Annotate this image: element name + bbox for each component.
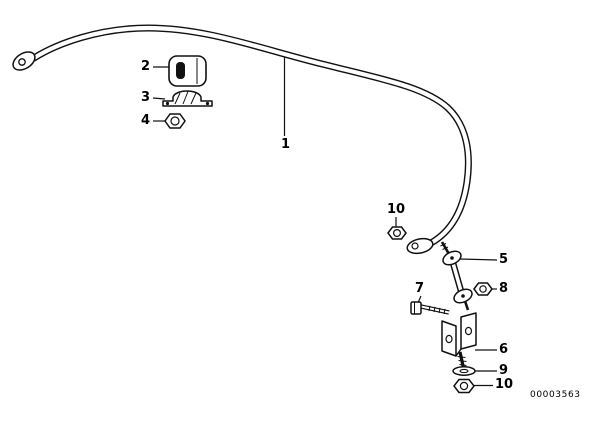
callout-3: 3 (141, 90, 151, 105)
callout-10-upper: 10 (387, 202, 406, 217)
callout-8: 8 (499, 281, 509, 296)
leader-lines (152, 52, 498, 387)
hex-nut-part-10-lower (453, 378, 475, 394)
mounting-bracket-part (441, 312, 477, 369)
callout-10-lower: 10 (495, 377, 514, 392)
callout-7: 7 (415, 281, 425, 296)
callout-9: 9 (499, 363, 509, 378)
bar-left-eye (12, 51, 36, 71)
washer-part-9 (452, 366, 476, 376)
hex-nut-part-8 (473, 282, 493, 296)
callout-6: 6 (499, 342, 509, 357)
callout-5: 5 (499, 252, 509, 267)
rubber-bushing-part (168, 55, 207, 87)
callout-2: 2 (141, 59, 151, 74)
bar-right-paddle (406, 237, 434, 255)
drawing-number: 00003563 (530, 390, 581, 400)
clamp-bracket-part (162, 90, 213, 107)
callout-1: 1 (281, 137, 291, 152)
stabilizer-link-part (440, 241, 473, 311)
hex-bolt-part-7 (410, 301, 450, 315)
hex-nut-part-10-upper (387, 226, 407, 240)
callout-4: 4 (141, 113, 151, 128)
stabilizer-bar (30, 24, 472, 247)
hex-nut-part-4 (164, 113, 186, 129)
